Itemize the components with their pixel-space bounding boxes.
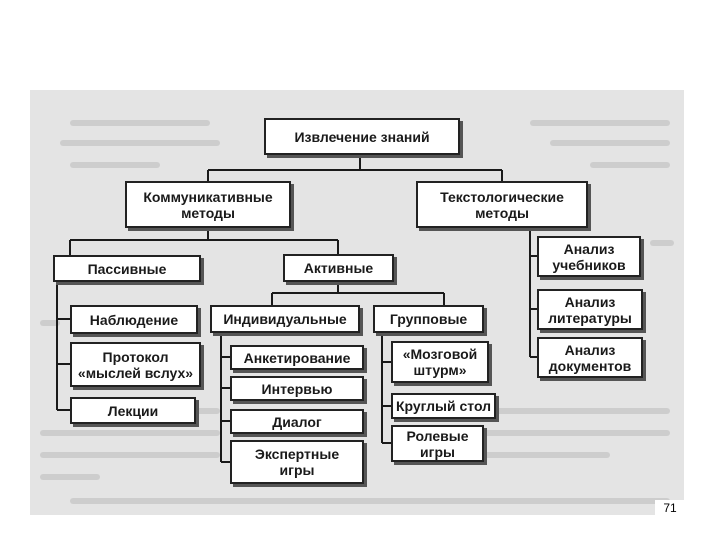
box-group: Групповые [373, 305, 484, 333]
background-text-line [590, 162, 670, 168]
box-think-aloud-protocol: Протокол «мыслей вслух» [70, 342, 201, 387]
box-observation: Наблюдение [70, 305, 198, 334]
box-literature-analysis: Анализ литературы [537, 289, 643, 330]
box-brainstorm: «Мозговой штурм» [391, 341, 489, 383]
background-text-line [40, 320, 60, 326]
background-text-line [70, 498, 670, 504]
background-text-line [40, 430, 220, 436]
box-knowledge-extraction: Извлечение знаний [264, 118, 460, 155]
box-passive: Пассивные [53, 255, 201, 282]
background-text-line [550, 140, 670, 146]
background-text-line [410, 452, 610, 458]
background-text-line [530, 120, 670, 126]
box-expert-games: Экспертные игры [230, 440, 364, 484]
background-text-line [60, 140, 220, 146]
background-text-line [650, 240, 674, 246]
background-text-line [70, 162, 160, 168]
box-active: Активные [283, 254, 394, 282]
box-individual: Индивидуальные [210, 305, 360, 333]
box-communicative-methods: Коммуникативные методы [125, 181, 291, 228]
box-round-table: Круглый стол [391, 393, 496, 419]
box-interview: Интервью [230, 376, 364, 401]
background-text-line [40, 474, 100, 480]
box-lectures: Лекции [70, 397, 196, 424]
box-textological-methods: Текстологические методы [416, 181, 588, 228]
background-text-line [410, 408, 670, 414]
background-text-line [410, 430, 670, 436]
box-survey: Анкетирование [230, 345, 364, 370]
background-text-line [70, 120, 210, 126]
background-text-line [40, 452, 220, 458]
box-dialog: Диалог [230, 409, 364, 434]
box-textbook-analysis: Анализ учебников [537, 236, 641, 277]
page-number: 71 [655, 500, 685, 516]
box-role-games: Ролевые игры [391, 425, 484, 462]
box-document-analysis: Анализ документов [537, 337, 643, 378]
